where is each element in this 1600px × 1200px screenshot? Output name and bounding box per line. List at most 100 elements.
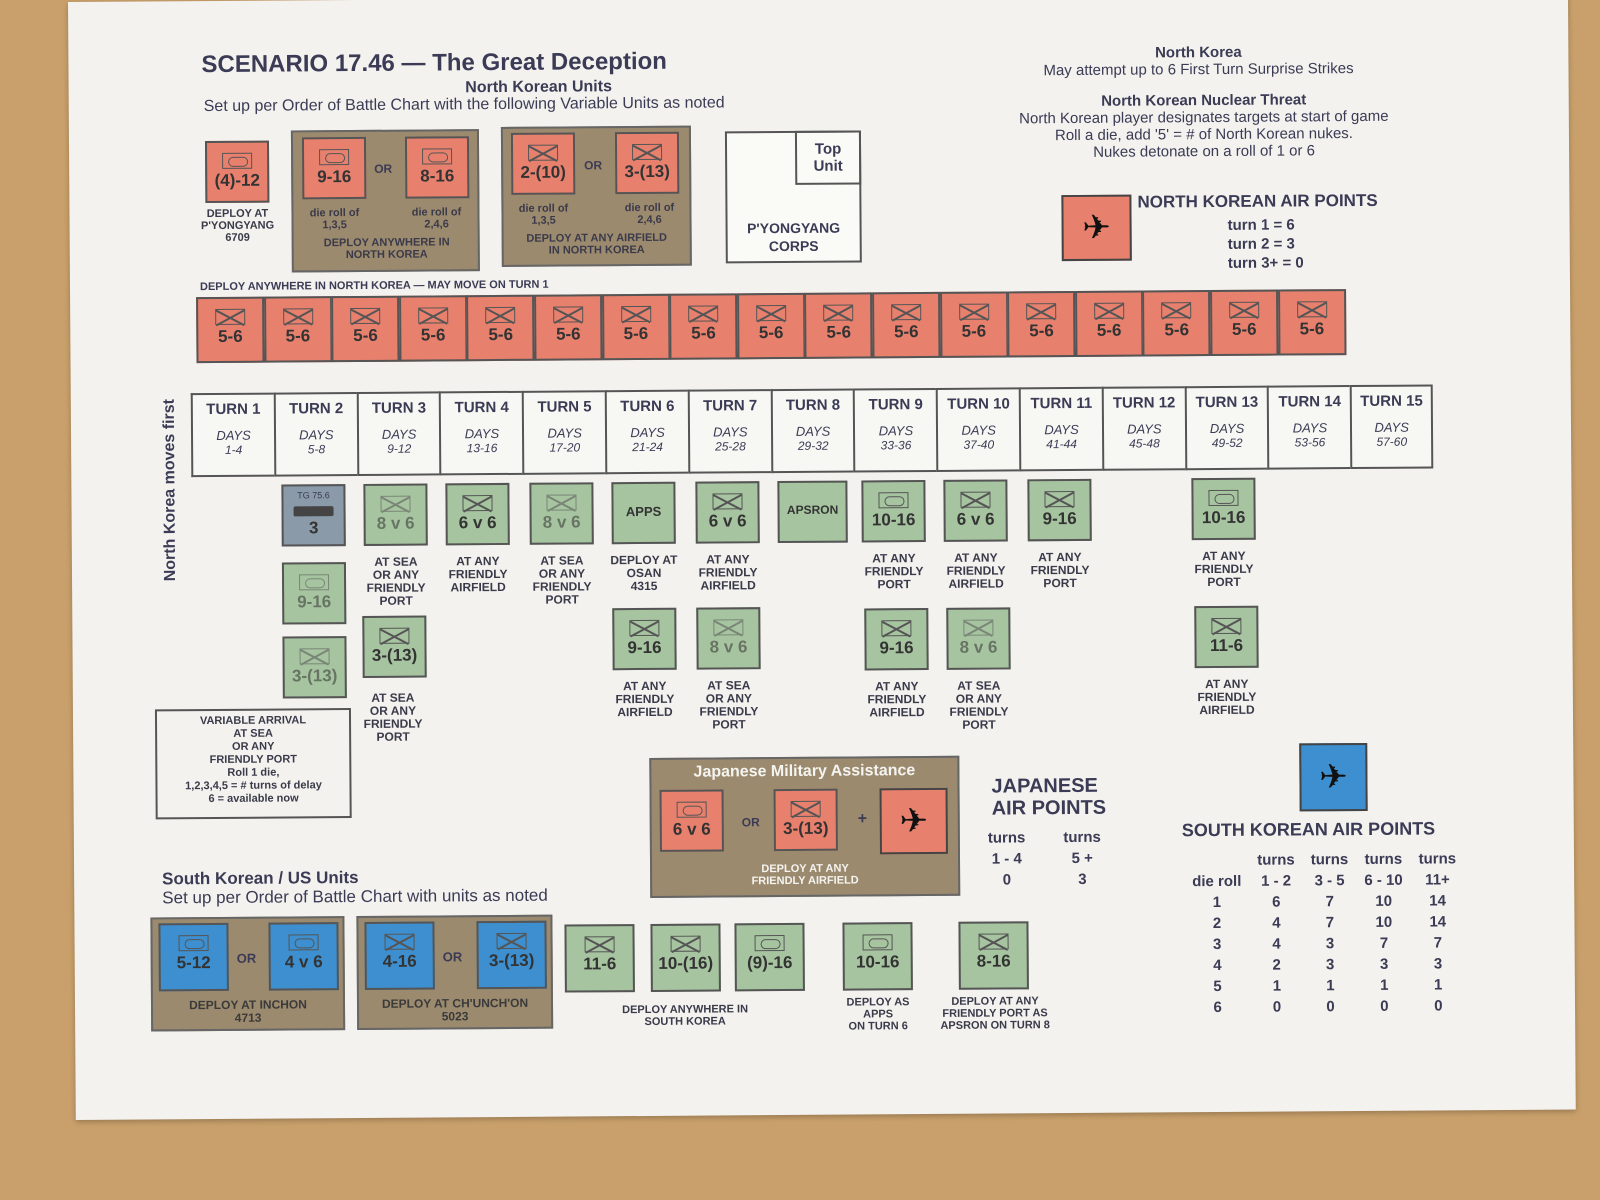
t4-counter[interactable]: 6 v 6 <box>445 482 510 546</box>
sk-any-counter-3[interactable]: (9)-16 <box>734 922 805 992</box>
counter-value: 5-6 <box>1029 321 1054 341</box>
t3-counter[interactable]: 8 v 6 <box>363 483 428 546</box>
or-label: OR <box>741 815 760 830</box>
t10-counter[interactable]: 6 v 6 <box>943 479 1008 542</box>
sk-any-counter-2[interactable]: 10-(16) <box>650 923 721 992</box>
nk-group2-counter-b[interactable]: 3-(13) <box>614 131 680 195</box>
japan-counter-b[interactable]: 3-(13) <box>773 788 838 852</box>
t7-counter[interactable]: 6 v 6 <box>695 481 760 544</box>
t5-counter[interactable]: 8 v 6 <box>529 482 594 545</box>
days-label: DAYS <box>1044 421 1079 438</box>
days-label: DAYS <box>299 427 334 443</box>
infantry-symbol <box>1093 302 1125 319</box>
sk-apps-counter[interactable]: 10-16 <box>842 922 913 991</box>
nk-group1-counter-a[interactable]: 9-16 <box>301 136 367 200</box>
t10-counter-b[interactable]: 8 v 6 <box>946 607 1011 670</box>
days-label: DAYS <box>795 423 831 439</box>
moves-first-label: North Korea moves first <box>160 398 180 582</box>
sk-air-cell: 3 <box>1325 956 1335 974</box>
t13-counter-b[interactable]: 11-6 <box>1194 605 1259 669</box>
variable-counter-2[interactable]: 3-(13) <box>282 636 347 699</box>
sk-g2-counter-a[interactable]: 4-16 <box>364 921 435 990</box>
sk-apsron-counter[interactable]: 8-16 <box>958 921 1029 990</box>
sk-g1-counter-a[interactable]: 5-12 <box>158 922 229 992</box>
turn-label: TURN 8 <box>785 396 841 414</box>
sk-air-head: turns <box>1257 851 1295 869</box>
t9-counter-b[interactable]: 9-16 <box>864 608 929 671</box>
days-range: 49-52 <box>1211 435 1243 451</box>
nk-division-counter[interactable]: 5-6 <box>398 295 468 362</box>
infantry-symbol <box>1161 302 1192 319</box>
sk-air-cell: 0 <box>1272 998 1282 1016</box>
sk-air-cell: 4 <box>1272 935 1281 953</box>
nk-division-counter[interactable]: 5-6 <box>466 294 535 362</box>
counter-value: 5-6 <box>353 325 378 346</box>
nk-division-counter[interactable]: 5-6 <box>1277 289 1347 356</box>
days-range: 17-20 <box>549 440 581 455</box>
nuclear-threat: North Korean Nuclear Threat North Korean… <box>1019 91 1389 161</box>
nk-division-counter[interactable]: 5-6 <box>939 291 1009 358</box>
nk-division-counter[interactable]: 5-6 <box>196 296 265 364</box>
nk-division-counter[interactable]: 5-6 <box>1007 290 1076 358</box>
t13-counter[interactable]: 10-16 <box>1191 477 1256 541</box>
or-label: OR <box>442 949 463 965</box>
sk-air-col: 6 - 10 <box>1364 871 1403 889</box>
nk-division-counter[interactable]: 5-6 <box>1142 290 1211 357</box>
days-range: 9-12 <box>387 441 412 456</box>
variable-counter-1[interactable]: 9-16 <box>281 562 347 625</box>
nk-division-counter[interactable]: 5-6 <box>1210 289 1279 357</box>
nk-division-counter[interactable]: 5-6 <box>1074 290 1144 357</box>
turn-label: TURN 6 <box>620 397 675 416</box>
nk-division-counter[interactable]: 5-6 <box>534 294 603 361</box>
sk-g2-counter-b[interactable]: 3-(13) <box>476 920 547 990</box>
japan-counter-a[interactable]: 6 v 6 <box>659 789 724 852</box>
turn-label: TURN 9 <box>868 396 923 414</box>
nk-group2-counter-a[interactable]: 2-(10) <box>510 132 576 195</box>
t9-counter[interactable]: 10-16 <box>861 480 926 543</box>
infantry-symbol <box>350 307 381 325</box>
apps-counter[interactable]: APPS <box>611 481 676 545</box>
nk-group1-counter-b[interactable]: 8-16 <box>404 136 470 199</box>
t6-counter-b[interactable]: 9-16 <box>612 607 677 671</box>
sk-any-counter-1[interactable]: 11-6 <box>564 924 635 993</box>
days-range: 13-16 <box>466 441 498 456</box>
t7-counter-b[interactable]: 8 v 6 <box>696 607 761 670</box>
nk-air-title: NORTH KOREAN AIR POINTS <box>1137 190 1378 212</box>
pyongyang-counter[interactable]: (4)-12 <box>204 140 270 204</box>
nk-division-counter[interactable]: 5-6 <box>669 293 738 360</box>
nk-division-counter[interactable]: 5-6 <box>601 293 671 361</box>
nk-division-counter[interactable]: 5-6 <box>804 292 873 359</box>
sk-air-cell: 1 <box>1212 893 1222 912</box>
sk-g1-counter-b[interactable]: 4 v 6 <box>268 922 339 991</box>
nk-division-counter[interactable]: 5-6 <box>263 296 333 363</box>
nk-division-counter[interactable]: 5-6 <box>736 292 806 360</box>
nk-division-counter[interactable]: 5-6 <box>872 291 941 359</box>
days-label: DAYS <box>961 422 996 438</box>
japan-plane-icon: ✈ <box>879 787 948 855</box>
infantry-symbol <box>485 306 516 324</box>
counter-value: 5-6 <box>488 324 514 345</box>
sk-air-cell: 1 <box>1326 977 1335 995</box>
infantry-symbol <box>417 307 449 324</box>
apsron-counter[interactable]: APSRON <box>777 480 848 544</box>
t11-counter[interactable]: 9-16 <box>1027 478 1092 542</box>
scenario-title: SCENARIO 17.46 — The Great Deception <box>201 47 667 79</box>
nk-division-counter[interactable]: 5-6 <box>331 295 400 363</box>
days-range: 53-56 <box>1294 435 1326 450</box>
turn-label: TURN 5 <box>537 398 592 416</box>
sk-air-cell: 3 <box>1325 935 1335 953</box>
t3-counter-b[interactable]: 3-(13) <box>362 615 427 678</box>
